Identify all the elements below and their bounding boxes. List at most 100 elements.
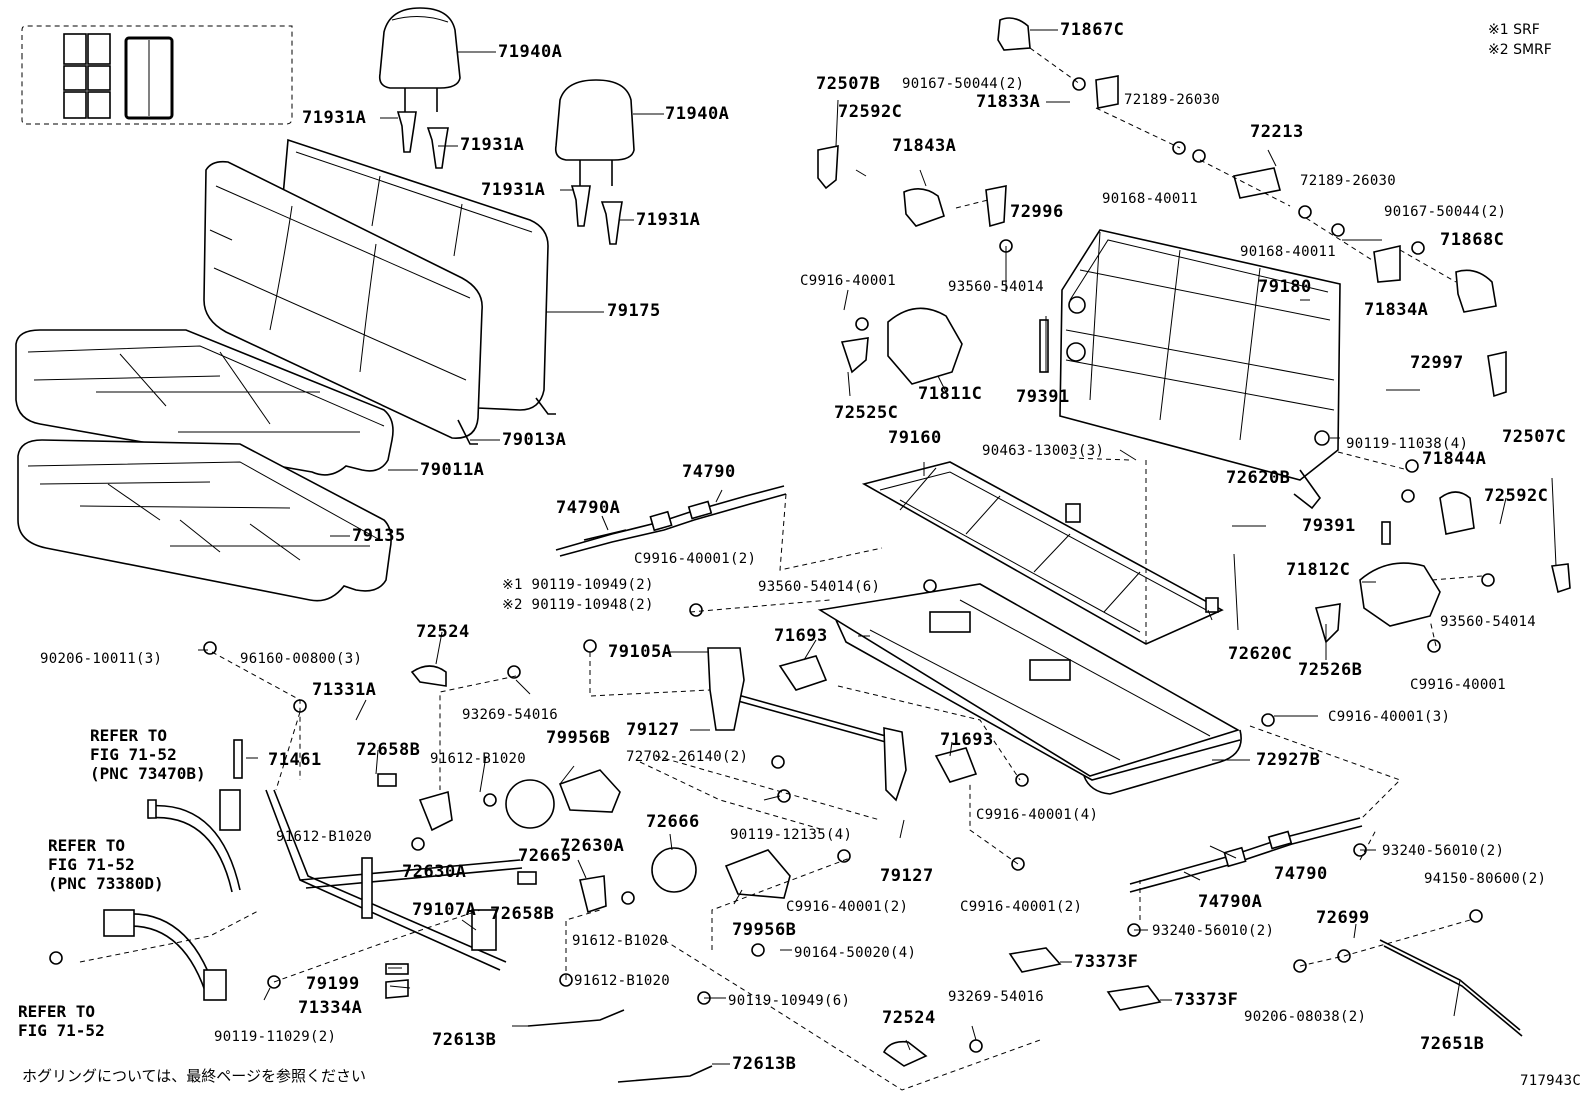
headrest-support-label-2: 71931A [460,135,525,155]
cover-71844a-label: 71844A [1422,449,1487,469]
bolt-91612-a-label: 91612-B1020 [430,751,527,767]
handle-72524-lower-label: 72524 [882,1008,936,1028]
cushion-cover-label: 79135 [352,526,406,546]
leader-lines [198,29,1557,1065]
belt-74790a-left-label: 74790A [556,498,621,518]
headrest-left-drawing [378,7,461,169]
cover-71868c-label: 71868C [1440,230,1505,250]
seat-layout-thumbnail [21,25,293,125]
headrest-support-label-3: 71931A [481,180,546,200]
cable-72620b-label: 72620B [1226,468,1291,488]
leg-72927b-label: 72927B [1256,750,1321,770]
cover-71693-upper-label: 71693 [774,626,828,646]
cover-72996-label: 72996 [1010,202,1064,222]
washer-90206-lower-label: 90206-08038(2) [1244,1009,1367,1025]
pin-71331a-label: 71331A [312,680,377,700]
cushion-pad-drawing [15,329,394,476]
bracket-72507b-label: 72507B [816,74,881,94]
cushion-pad-label: 79011A [420,460,485,480]
assembly-lines [79,47,1483,1091]
bolt-91612-b-label: 91612-B1020 [276,829,373,845]
latch-72630a-upper-label: 72630A [402,862,467,882]
rail-72613b-upper-label: 72613B [432,1030,497,1050]
footer-note: ホグリングについては、最終ページを参照ください [22,1067,366,1085]
bolt-93269-upper-label: 93269-54016 [462,707,559,723]
cover-71811c-label: 71811C [918,384,983,404]
headrest-support-label-4: 71931A [636,210,701,230]
bolt-93240-lower-label: 93240-56010(2) [1152,923,1275,939]
belt-74790a-right-label: 74790A [1198,892,1263,912]
bolt-93560-6-label: 93560-54014(6) [758,579,881,595]
seat-pan-drawing [817,583,1242,795]
cover-71843a-label: 71843A [892,136,957,156]
lower-frame-drawing [265,789,523,971]
cover-71833a-label: 71833A [976,92,1041,112]
bolt-c9916-2-mid-label: C9916-40001(2) [786,899,909,915]
cushion-frame-drawing [861,461,1224,645]
spacer-72658b-upper-label: 72658B [356,740,421,760]
belts-right-drawing [1129,817,1363,893]
bolt-93269-lower-label: 93269-54016 [948,989,1045,1005]
refer-note-71-52: REFER TO FIG 71-52 [18,1002,105,1040]
cover-72592c-label: 72592C [838,102,903,122]
cover-79956b-upper-label: 79956B [546,728,611,748]
cover-71867c-label: 71867C [1060,20,1125,40]
frame-79160-label: 79160 [888,428,942,448]
bolt-93240-upper-label: 93240-56010(2) [1382,843,1505,859]
legend-srf-smrf: ※1 SRF ※2 SMRF [1488,22,1552,58]
part-71334a-label: 71334A [298,998,363,1018]
bracket-73373f-upper-label: 73373F [1074,952,1139,972]
bolt-90119-10949-6-label: 90119-10949(6) [728,993,851,1009]
refer-note-73380d: REFER TO FIG 71-52 (PNC 73380D) [48,836,164,893]
bolt-c9916-2-lower-label: C9916-40001(2) [960,899,1083,915]
refer-note-73470b: REFER TO FIG 71-52 (PNC 73470B) [90,726,206,783]
bolt-c9916-2-belt-label: C9916-40001(2) [634,551,757,567]
buckle-left-drawing [103,789,241,1001]
knob-72526b-label: 72526B [1298,660,1363,680]
washer-96160-label: 96160-00800(3) [240,651,363,667]
seat-back-drawing [203,138,556,445]
frame-79180-label: 79180 [1258,277,1312,297]
bracket-72507c-label: 72507C [1502,427,1567,447]
seat-back-frame-drawing [1059,229,1341,510]
fasteners-drawing [49,17,1571,1083]
seat-back-pad-label: 79013A [502,430,567,450]
part-79127-upper-label: 79127 [626,720,680,740]
headrest-label-left: 71940A [498,42,563,62]
belts-left-drawing [555,485,787,557]
headrest-label-right: 71940A [665,104,730,124]
cover-71693-lower-label: 71693 [940,730,994,750]
belt-74790-right-label: 74790 [1274,864,1328,884]
bolt-c9916-3-label: C9916-40001(3) [1328,709,1451,725]
illustration-number: 717943C [1520,1073,1582,1089]
spring-71461-label: 71461 [268,750,322,770]
bolt-c9916-upper-label: C9916-40001 [800,273,897,289]
hinge-79105a-label: 79105A [608,642,673,662]
bolt-90167-label: 90167-50044(2) [902,76,1025,92]
handle-72524-upper-label: 72524 [416,622,470,642]
bolt-90119-11029-label: 90119-11029(2) [214,1029,337,1045]
headrest-support-label-1: 71931A [302,108,367,128]
cushion-cover-drawing [17,439,392,602]
belt-74790-left-label: 74790 [682,462,736,482]
bolt-c9916-right-label: C9916-40001 [1410,677,1507,693]
bolt-72702-label: 72702-26140(2) [626,749,749,765]
cover-72666-label: 72666 [646,812,700,832]
bolt-90168-a-label: 90168-40011 [1102,191,1199,207]
latch-72630a-lower-label: 72630A [560,836,625,856]
bolt-c9916-4-label: C9916-40001(4) [976,807,1099,823]
cover-71812c-label: 71812C [1286,560,1351,580]
bracket-73373f-lower-label: 73373F [1174,990,1239,1010]
knob-72525c-label: 72525C [834,403,899,423]
bolt-90167-b-label: 90167-50044(2) [1384,204,1507,220]
cable-72620c-label: 72620C [1228,644,1293,664]
part-79127-lower-label: 79127 [880,866,934,886]
part-72213-label: 72213 [1250,122,1304,142]
clip-72189-lower-label: 72189-26030 [1300,173,1397,189]
bolt-91612-d-label: 91612-B1020 [574,973,671,989]
frame-79107a-label: 79107A [412,900,477,920]
cover-72997-label: 72997 [1410,353,1464,373]
part-79199-label: 79199 [306,974,360,994]
